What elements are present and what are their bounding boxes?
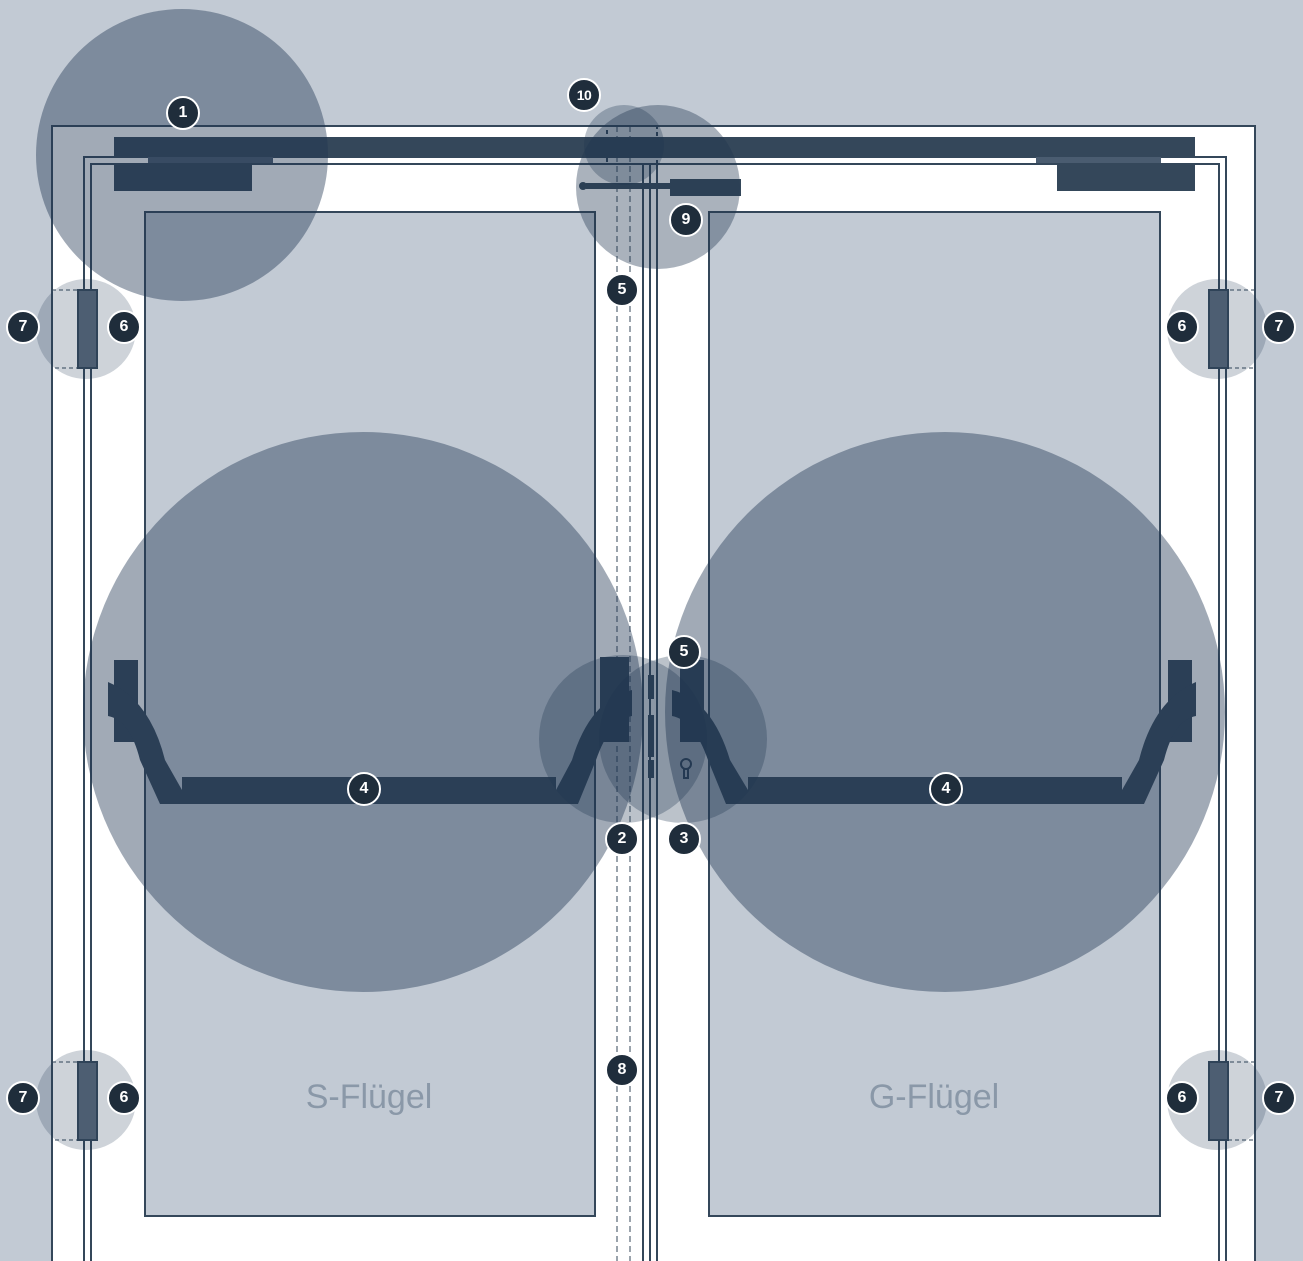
active-leaf-glass (708, 211, 1161, 1217)
zone-panic-standing (83, 432, 643, 992)
marker-1[interactable]: 1 (166, 96, 200, 130)
closer-body-right (1057, 164, 1195, 191)
marker-5-top[interactable]: 5 (605, 273, 639, 307)
marker-7-bottom-left[interactable]: 7 (6, 1081, 40, 1115)
active-leaf-label: G-Flügel (868, 1078, 1000, 1116)
marker-7-top-left[interactable]: 7 (6, 310, 40, 344)
marker-8[interactable]: 8 (605, 1053, 639, 1087)
marker-4-standing[interactable]: 4 (347, 772, 381, 806)
hinges (77, 289, 1229, 1141)
door-closer (114, 137, 1195, 191)
marker-9[interactable]: 9 (669, 203, 703, 237)
highlight-zones (36, 9, 1267, 1150)
marker-6-top-left[interactable]: 6 (107, 310, 141, 344)
marker-7-top-right[interactable]: 7 (1262, 310, 1296, 344)
marker-3[interactable]: 3 (667, 822, 701, 856)
marker-7-bottom-right[interactable]: 7 (1262, 1081, 1296, 1115)
closer-body-left (114, 164, 252, 191)
leaf-outline (90, 163, 1220, 1261)
marker-4-active[interactable]: 4 (929, 772, 963, 806)
zone-hinge-bl (36, 1050, 136, 1150)
zone-hinge-tl (36, 279, 136, 379)
marker-6-bottom-right[interactable]: 6 (1165, 1081, 1199, 1115)
standing-leaf-label: S-Flügel (305, 1078, 433, 1116)
zone-lock-active (599, 655, 767, 823)
marker-6-top-right[interactable]: 6 (1165, 310, 1199, 344)
zone-hinge-tr (1167, 279, 1267, 379)
marker-6-bottom-left[interactable]: 6 (107, 1081, 141, 1115)
closing-sequence-selector (579, 125, 741, 196)
marker-5-lock[interactable]: 5 (667, 635, 701, 669)
marker-2[interactable]: 2 (605, 822, 639, 856)
lock-strike (648, 675, 654, 778)
zone-hinge-br (1167, 1050, 1267, 1150)
standing-leaf-glass (144, 211, 596, 1217)
zone-panic-active (665, 432, 1225, 992)
zone-lock-standing (539, 655, 707, 823)
marker-10[interactable]: 10 (567, 78, 601, 112)
zone-closer (36, 9, 328, 301)
slide-rail (114, 137, 1195, 157)
zone-top-bolt (584, 105, 664, 185)
hinge-dashes (51, 289, 1256, 1141)
